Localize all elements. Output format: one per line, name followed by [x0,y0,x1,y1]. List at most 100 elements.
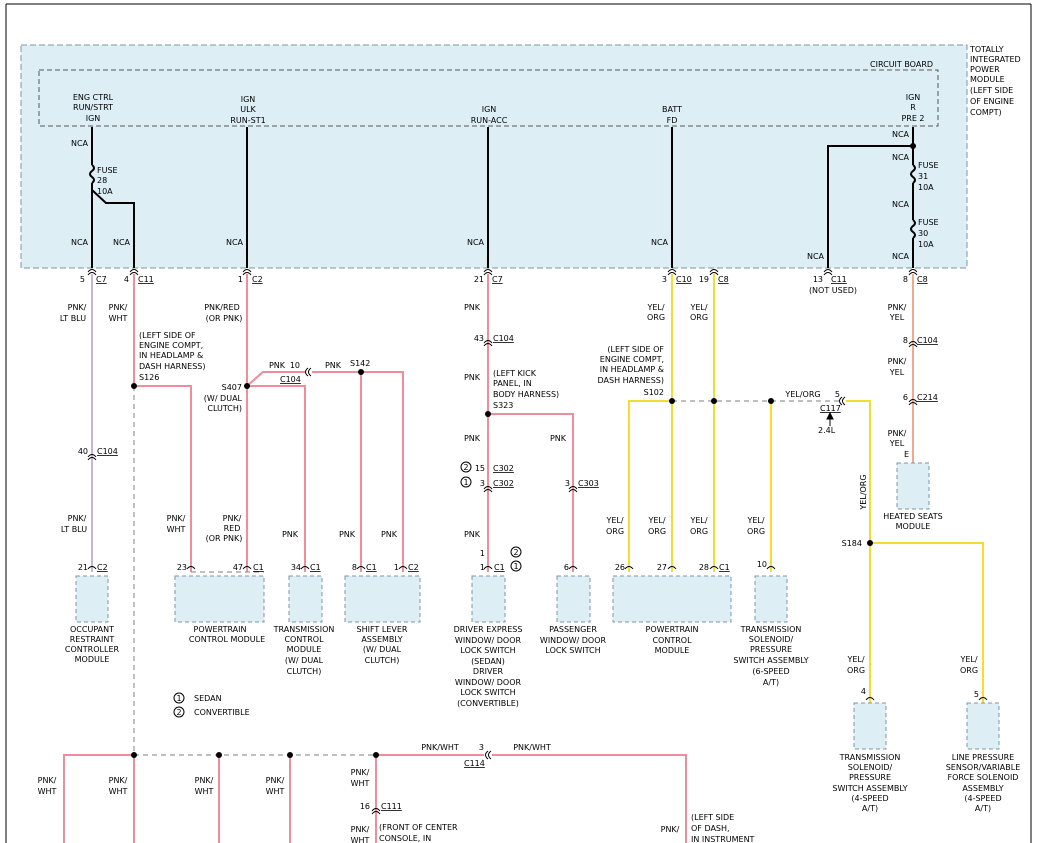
svg-text:PASSENGER: PASSENGER [549,625,597,634]
svg-text:TRANSMISSION: TRANSMISSION [273,625,335,634]
svg-text:47: 47 [233,563,243,572]
svg-text:6: 6 [564,563,569,572]
svg-text:C111: C111 [381,802,402,811]
svg-text:(LEFT SIDE OF: (LEFT SIDE OF [139,331,196,340]
svg-text:1: 1 [480,563,485,572]
svg-text:YEL/: YEL/ [689,303,707,312]
svg-text:2: 2 [463,463,468,472]
svg-text:3: 3 [565,479,570,488]
svg-text:(W/ DUAL: (W/ DUAL [204,394,243,403]
svg-text:DRIVER: DRIVER [473,667,504,676]
svg-text:PNK: PNK [464,530,481,539]
svg-text:C104: C104 [917,336,938,345]
svg-text:C7: C7 [96,275,107,284]
svg-text:FUSE: FUSE [918,161,939,170]
svg-text:NCA: NCA [71,139,89,148]
svg-text:C302: C302 [493,464,514,473]
svg-text:CONTROL MODULE: CONTROL MODULE [189,635,265,644]
svg-text:FUSE: FUSE [97,166,118,175]
svg-text:LOCK SWITCH: LOCK SWITCH [545,646,600,655]
svg-text:CONVERTIBLE: CONVERTIBLE [194,708,250,717]
svg-text:NCA: NCA [892,130,910,139]
bottom-location-notes: (FRONT OF CENTER CONSOLE, IN (LEFT SIDE … [379,813,755,843]
svg-text:WHT: WHT [38,787,57,796]
svg-text:PNK: PNK [381,530,398,539]
module-internal-wiring [89,127,916,268]
pink-circuits [63,274,687,843]
svg-text:C117: C117 [820,404,841,413]
svg-text:(CONVERTIBLE): (CONVERTIBLE) [457,699,519,708]
svg-text:(4-SPEED: (4-SPEED [964,794,1001,803]
svg-text:POWER: POWER [970,65,1000,74]
svg-text:S323: S323 [493,401,513,410]
variant-legend: 1 2 SEDAN CONVERTIBLE [173,692,250,718]
svg-text:1: 1 [394,563,399,572]
svg-text:OCCUPANT: OCCUPANT [70,625,114,634]
svg-text:ORG: ORG [648,527,666,536]
svg-text:PNK/: PNK/ [888,357,907,366]
svg-text:WINDOW/ DOOR: WINDOW/ DOOR [455,678,522,687]
svg-text:IN HEADLAMP &: IN HEADLAMP & [139,351,203,360]
svg-text:YEL/: YEL/ [689,516,707,525]
svg-text:DASH HARNESS): DASH HARNESS) [139,362,206,371]
svg-text:IGN: IGN [906,93,921,102]
svg-text:2.4L: 2.4L [818,426,836,435]
svg-text:(SEDAN): (SEDAN) [471,657,505,666]
svg-text:PNK/: PNK/ [888,429,907,438]
svg-text:YEL: YEL [889,368,905,377]
svg-text:21: 21 [474,275,484,284]
svg-text:1: 1 [238,275,243,284]
svg-text:NCA: NCA [892,200,910,209]
svg-text:BODY HARNESS): BODY HARNESS) [493,390,559,399]
svg-text:IGN: IGN [482,105,497,114]
svg-text:C8: C8 [917,275,928,284]
svg-text:COMPT): COMPT) [970,108,1002,117]
svg-text:WINDOW/ DOOR: WINDOW/ DOOR [540,636,607,645]
svg-text:WINDOW/ DOOR: WINDOW/ DOOR [455,636,522,645]
svg-text:E: E [904,450,909,459]
svg-text:DASH HARNESS): DASH HARNESS) [598,376,665,385]
svg-text:PNK/: PNK/ [266,776,285,785]
svg-text:PRE 2: PRE 2 [901,114,924,123]
svg-text:ORG: ORG [647,313,665,322]
svg-text:ENGINE COMPT,: ENGINE COMPT, [600,355,664,364]
module-internal-splices [910,143,916,149]
svg-text:NCA: NCA [807,252,825,261]
svg-text:C104: C104 [493,334,514,343]
svg-text:CONSOLE, IN: CONSOLE, IN [379,834,431,843]
svg-text:(LEFT SIDE: (LEFT SIDE [970,86,1013,95]
svg-text:PNK: PNK [464,373,481,382]
svg-text:3: 3 [480,479,485,488]
svg-text:NCA: NCA [467,238,485,247]
svg-text:ORG: ORG [847,666,865,675]
svg-text:(LEFT SIDE: (LEFT SIDE [691,813,734,822]
svg-text:YEL/: YEL/ [846,655,864,664]
svg-text:PNK: PNK [464,303,481,312]
svg-text:S102: S102 [644,388,664,397]
svg-text:WHT: WHT [266,787,285,796]
svg-text:C104: C104 [97,447,118,456]
svg-text:ORG: ORG [606,527,624,536]
svg-text:S184: S184 [842,539,862,548]
svg-text:43: 43 [474,334,484,343]
svg-text:YEL/: YEL/ [605,516,623,525]
svg-text:MODULE: MODULE [655,646,690,655]
svg-text:PNK/: PNK/ [167,514,186,523]
svg-text:C214: C214 [917,393,938,402]
svg-text:LINE PRESSURE: LINE PRESSURE [952,753,1014,762]
svg-text:CONTROLLER: CONTROLLER [65,645,120,654]
svg-text:ORG: ORG [690,313,708,322]
svg-text:4: 4 [861,687,866,696]
svg-text:C11: C11 [138,275,154,284]
svg-text:WHT: WHT [109,787,128,796]
component-names: OCCUPANT RESTRAINT CONTROLLER MODULE POW… [65,512,1020,813]
svg-text:MODULE: MODULE [287,645,322,654]
svg-text:CLUTCH): CLUTCH) [365,656,400,665]
fuse-labels: FUSE 28 10A FUSE 31 10A FUSE 30 10A [97,161,939,249]
svg-text:S126: S126 [139,373,159,382]
svg-text:PNK: PNK [325,361,342,370]
component-boxes [75,462,1000,750]
svg-text:IN HEADLAMP &: IN HEADLAMP & [600,365,664,374]
svg-text:27: 27 [657,563,667,572]
